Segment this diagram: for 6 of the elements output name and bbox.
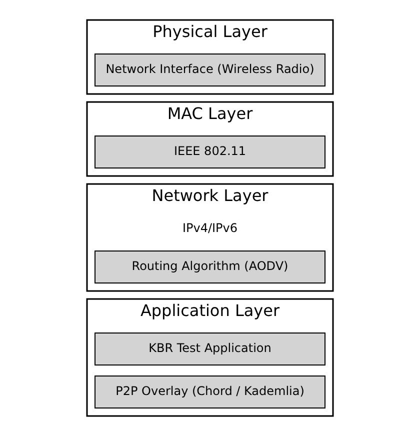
- node-box: Network Interface (Wireless Radio): [94, 54, 326, 86]
- node-box: P2P Overlay (Chord / Kademlia): [94, 376, 326, 408]
- node-box: IEEE 802.11: [94, 136, 326, 168]
- node-box: KBR Test Application: [94, 332, 326, 366]
- node-box: Routing Algorithm (AODV): [94, 250, 326, 284]
- label: IPv4/IPv6: [182, 221, 238, 236]
